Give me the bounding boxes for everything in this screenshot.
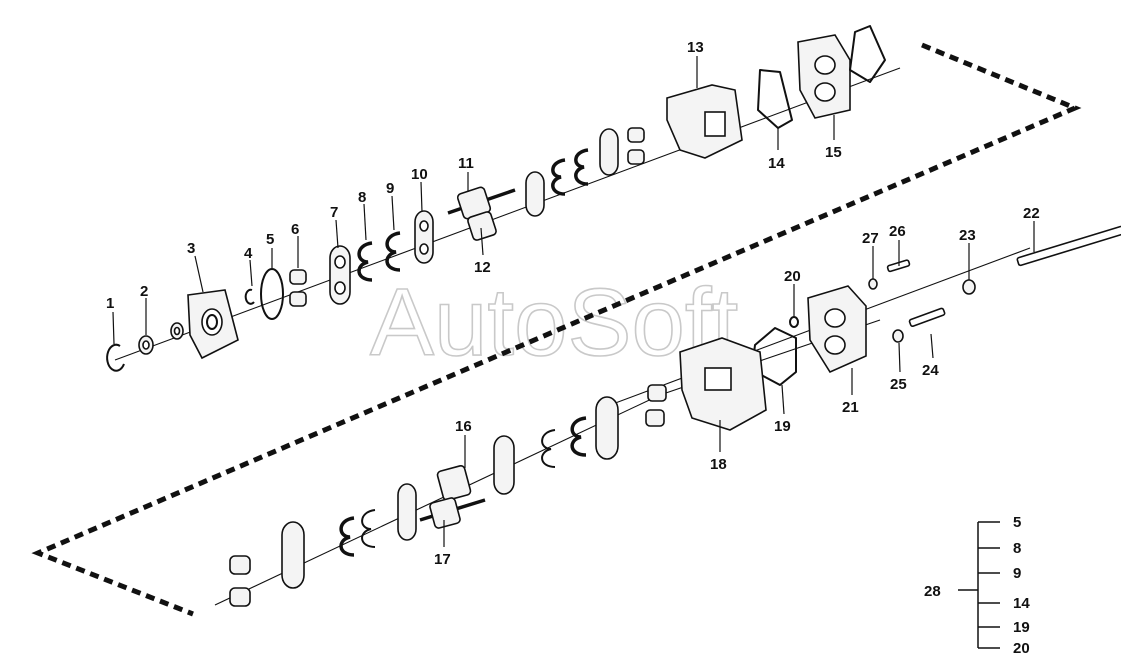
- legend-item-8: 8: [1013, 540, 1021, 557]
- part-21-end-cover: [807, 285, 867, 374]
- part-7-bearing-block: [329, 245, 351, 305]
- part-25-washer: [892, 329, 904, 343]
- kit-legend: 28 5 8 9 14 19 20: [924, 514, 1030, 657]
- part-24-screw: [908, 307, 946, 327]
- callout-17: 17: [434, 551, 451, 568]
- part-12-driven-gear: [467, 211, 497, 241]
- callout-4: 4: [244, 245, 253, 262]
- callout-8: 8: [358, 189, 366, 206]
- dashed-connector: [31, 42, 1082, 617]
- lower-gear-side-parts: [493, 384, 667, 495]
- callout-19: 19: [774, 418, 791, 435]
- callout-11: 11: [458, 155, 474, 172]
- callout-1: 1: [106, 295, 114, 312]
- part-15-cover-plate: [797, 34, 851, 119]
- part-18-pump-body: [679, 337, 767, 431]
- part-2-seal: [170, 322, 184, 340]
- part-4-clip: [244, 288, 255, 305]
- legend-item-19: 19: [1013, 619, 1030, 636]
- part-3-mounting-flange: [187, 289, 239, 360]
- callout-6: 6: [291, 221, 299, 238]
- callout-21: 21: [842, 399, 859, 416]
- callout-25: 25: [890, 376, 907, 393]
- part-16-drive-gear: [436, 464, 472, 502]
- callout-3: 3: [187, 240, 195, 257]
- part-1-snap-ring: [106, 343, 125, 372]
- callout-13: 13: [687, 39, 704, 56]
- part-6-bushings: [289, 269, 307, 307]
- part-8-seal-element: [357, 241, 373, 282]
- callout-20: 20: [784, 268, 801, 285]
- callout-27: 27: [862, 230, 879, 247]
- legend-item-5: 5: [1013, 514, 1021, 531]
- callout-26: 26: [889, 223, 906, 240]
- callout-14: 14: [768, 155, 785, 172]
- part-5-o-ring: [260, 268, 284, 320]
- part-22-bolt: [1016, 225, 1121, 267]
- legend-group-28: 28: [924, 583, 941, 600]
- callout-15: 15: [825, 144, 842, 161]
- callout-10: 10: [411, 166, 428, 183]
- callout-18: 18: [710, 456, 727, 473]
- callout-labels: 1 2 3 4 5 6 7 8 9 10 11 12 13 14 15 16 1…: [106, 39, 1040, 568]
- part-20-seal: [789, 316, 799, 328]
- legend-item-9: 9: [1013, 565, 1021, 582]
- callout-16: 16: [455, 418, 472, 435]
- part-27-washer: [868, 278, 878, 290]
- callout-23: 23: [959, 227, 976, 244]
- legend-item-14: 14: [1013, 595, 1030, 612]
- part-17-driven-gear: [419, 497, 486, 529]
- part-10-thrust-plate: [414, 210, 434, 264]
- lower-seal-stack: [229, 483, 417, 607]
- part-13-pump-body: [666, 84, 743, 159]
- legend-item-20: 20: [1013, 640, 1030, 657]
- callout-22: 22: [1023, 205, 1040, 222]
- callout-9: 9: [386, 180, 394, 197]
- upper-gear-side-parts: [525, 127, 645, 217]
- watermark: AutoSoft: [370, 269, 738, 376]
- callout-12: 12: [474, 259, 491, 276]
- callout-7: 7: [330, 204, 338, 221]
- part-14-gasket: [757, 69, 793, 129]
- callout-2: 2: [140, 283, 148, 300]
- part-23-washer: [962, 279, 976, 295]
- callout-5: 5: [266, 231, 274, 248]
- part-9-seal-element: [385, 231, 401, 272]
- part-2-washer: [138, 335, 154, 355]
- part-15-gasket: [849, 25, 886, 83]
- callout-24: 24: [922, 362, 939, 379]
- leader-lines: [112, 56, 1035, 547]
